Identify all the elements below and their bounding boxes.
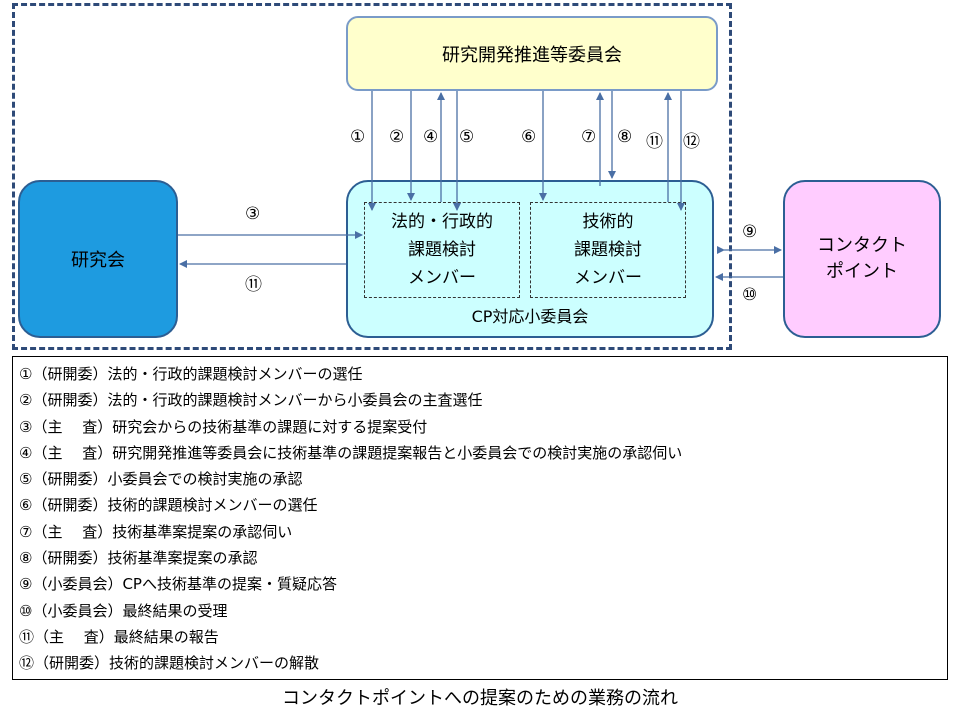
legend-item: ⑪（主 査）最終結果の報告 (19, 627, 219, 646)
legend-item: ⑤（研開委）小委員会での検討実施の承認 (19, 470, 303, 489)
legend-item: ②（研開委）法的・行政的課題検討メンバーから小委員会の主査選任 (19, 391, 483, 410)
organization-boundary (12, 3, 732, 350)
cp-subcommittee-box (346, 180, 714, 338)
arrow-label-10: ⑩ (742, 285, 758, 305)
figure-caption: コンタクトポイントへの提案のための業務の流れ (282, 688, 678, 709)
committee-box: 研究開発推進等委員会 (346, 16, 718, 91)
arrow-label-4: ④ (423, 127, 439, 147)
arrow-label-9: ⑨ (742, 222, 758, 242)
arrow-label-8: ⑧ (617, 127, 633, 147)
legend-item: ⑫（研開委）技術的課題検討メンバーの解散 (19, 654, 320, 673)
arrow-label-2: ② (389, 127, 405, 147)
arrow-label-12: ⑫ (683, 132, 700, 152)
arrow-label-11-left: ⑪ (245, 275, 262, 295)
legend-item: ⑦（主 査）技術基準案提案の承認伺い (19, 522, 293, 541)
legend-item: ③（主 査）研究会からの技術基準の課題に対する提案受付 (19, 417, 428, 436)
arrow-label-6: ⑥ (521, 127, 537, 147)
subcommittee-label: CP対応小委員会 (471, 307, 589, 326)
legend-item: ⑩（小委員会）最終結果の受理 (19, 601, 228, 620)
kenkyukai-box: 研究会 (18, 180, 178, 338)
legend-item: ④（主 査）研究開発推進等委員会に技術基準の課題提案報告と小委員会での検討実施の… (19, 443, 683, 462)
arrow-label-5: ⑤ (459, 127, 475, 147)
arrow-label-3: ③ (245, 204, 261, 224)
arrow-label-11-top: ⑪ (646, 132, 663, 152)
legend-box: ①（研開委）法的・行政的課題検討メンバーの選任 ②（研開委）法的・行政的課題検討… (12, 356, 948, 680)
arrow-label-7: ⑦ (581, 127, 597, 147)
legend-item: ①（研開委）法的・行政的課題検討メンバーの選任 (19, 365, 363, 383)
legal-members-box: 法的・行政的 課題検討 メンバー (364, 202, 520, 298)
tech-members-box: 技術的 課題検討 メンバー (530, 202, 686, 298)
arrow-label-1: ① (350, 127, 366, 147)
contact-point-box: コンタクト ポイント (783, 180, 941, 338)
legend-item: ⑨（小委員会）CPへ技術基準の提案・質疑応答 (19, 575, 337, 594)
legend-item: ⑥（研開委）技術的課題検討メンバーの選任 (19, 496, 318, 515)
legend-item: ⑧（研開委）技術基準案提案の承認 (19, 549, 258, 568)
